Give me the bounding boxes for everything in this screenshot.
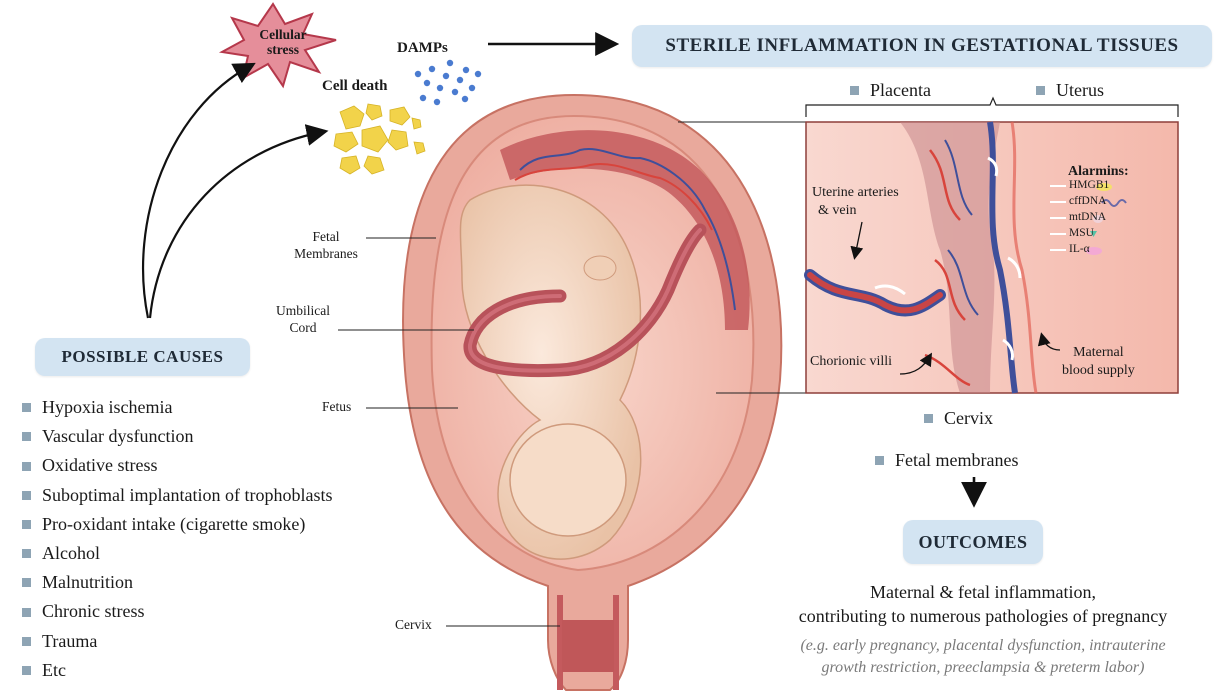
bullet-icon <box>22 432 31 441</box>
alarmin-msu: MSU <box>1069 227 1094 239</box>
cause-item: Pro-oxidant intake (cigarette smoke) <box>22 510 332 539</box>
bullet-icon <box>22 666 31 675</box>
damps-label: DAMPs <box>397 40 448 57</box>
cause-item: Malnutrition <box>22 568 332 597</box>
possible-causes-banner: POSSIBLE CAUSES <box>35 338 250 376</box>
alarmin-mtdna: mtDNA <box>1069 211 1106 223</box>
alarmins-title: Alarmins: <box>1068 164 1129 180</box>
bullet-icon <box>22 578 31 587</box>
cervix-section-label: Cervix <box>924 408 993 429</box>
cause-item: Suboptimal implantation of trophoblasts <box>22 481 332 510</box>
cause-item: Alcohol <box>22 539 332 568</box>
cervix-label: Cervix <box>395 617 432 633</box>
cell-death-label: Cell death <box>322 78 387 95</box>
cause-item: Hypoxia ischemia <box>22 393 332 422</box>
damps-dots <box>415 60 481 105</box>
chorionic-villi-label: Chorionic villi <box>810 354 892 370</box>
bullet-icon <box>924 414 933 423</box>
uterus-section-label: Uterus <box>1036 80 1104 101</box>
outcomes-banner: OUTCOMES <box>903 520 1043 564</box>
cell-death-fragments <box>334 104 425 174</box>
cause-item: Oxidative stress <box>22 451 332 480</box>
bullet-icon <box>22 608 31 617</box>
maternal-blood-supply-label: Maternal blood supply <box>1062 344 1135 380</box>
outcomes-description: Maternal & fetal inflammation, contribut… <box>748 580 1218 628</box>
bullet-icon <box>850 86 859 95</box>
bullet-icon <box>22 403 31 412</box>
alarmin-hmgb1: HMGB1 <box>1069 179 1109 191</box>
bullet-icon <box>22 520 31 529</box>
possible-causes-list: Hypoxia ischemia Vascular dysfunction Ox… <box>22 393 332 685</box>
sterile-inflammation-banner: STERILE INFLAMMATION IN GESTATIONAL TISS… <box>632 25 1212 67</box>
alarmin-il-alpha: IL-α <box>1069 243 1090 255</box>
fetal-membranes-label: Fetal Membranes <box>290 228 362 262</box>
umbilical-cord-label: Umbilical Cord <box>270 302 336 336</box>
cause-item: Vascular dysfunction <box>22 422 332 451</box>
bullet-icon <box>875 456 884 465</box>
alarmin-cffdna: cffDNA <box>1069 195 1106 207</box>
cause-item: Etc <box>22 656 332 685</box>
fetal-membranes-section-label: Fetal membranes <box>875 450 1018 471</box>
cellular-stress-label: Cellular stress <box>248 27 318 57</box>
bullet-icon <box>22 549 31 558</box>
cause-item: Trauma <box>22 627 332 656</box>
bullet-icon <box>1036 86 1045 95</box>
causes-arrows <box>143 66 322 318</box>
outcomes-examples: (e.g. early pregnancy, placental dysfunc… <box>748 635 1218 679</box>
cause-item: Chronic stress <box>22 597 332 626</box>
bullet-icon <box>22 462 31 471</box>
bullet-icon <box>22 491 31 500</box>
bullet-icon <box>22 637 31 646</box>
uterine-vessels-label: Uterine arteries & vein <box>812 184 899 220</box>
placenta-section-label: Placenta <box>850 80 931 101</box>
fetus-label: Fetus <box>322 399 351 415</box>
